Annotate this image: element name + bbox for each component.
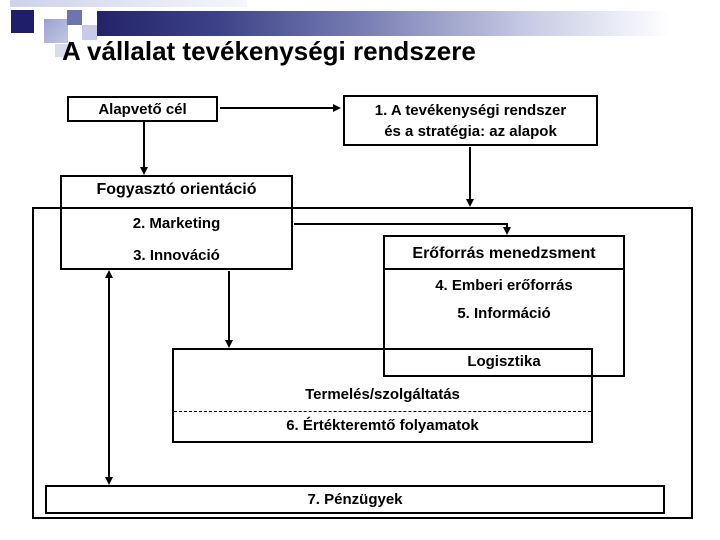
decor-square-periwinkle (44, 19, 68, 43)
box-eroforras-menedzsment: Erőforrás menedzsment 4. Emberi erőforrá… (383, 235, 625, 377)
arrowhead-right-box1 (333, 104, 341, 112)
decor-square-light (82, 25, 97, 40)
dashed-divider (174, 411, 591, 412)
innovacio-label: 3. Innováció (133, 247, 220, 264)
box-alapveto-cel: Alapvető cél (67, 96, 218, 122)
decor-square-navy (11, 10, 34, 33)
slide-title: A vállalat tevékenységi rendszere (62, 36, 476, 66)
alapveto-cel-label: Alapvető cél (98, 100, 187, 118)
box1-line1: 1. A tevékenységi rendszer (374, 101, 567, 119)
decor-square-medium (67, 10, 82, 25)
informacio-label: 5. Információ (457, 305, 551, 322)
decor-square-pale (55, 44, 68, 57)
fogyaszto-header-label: Fogyasztó orientáció (96, 181, 257, 198)
penzugyek-label: 7. Pénzügyek (307, 491, 403, 508)
arrowhead-down-outer (466, 199, 474, 207)
eroforras-header-label: Erőforrás menedzsment (385, 237, 623, 270)
arrowhead-down-fogyaszto (140, 167, 148, 175)
box-ertekteremto-folyamatok: Termelés/szolgáltatás 6. Értékteremtő fo… (172, 348, 593, 443)
box-fogyaszto-orientacio: Fogyasztó orientáció 2. Marketing 3. Inn… (60, 175, 293, 270)
logisztika-label: Logisztika (467, 353, 541, 370)
emberi-eroforras-label: 4. Emberi erőforrás (435, 277, 573, 294)
decor-gradient-bar (97, 11, 700, 36)
box-tevekenysegi-rendszer: 1. A tevékenységi rendszer és a stratégi… (343, 95, 598, 146)
outer-system-box (32, 207, 693, 519)
marketing-label: 2. Marketing (132, 215, 221, 232)
termeles-label: Termelés/szolgáltatás (305, 386, 460, 403)
box-penzugyek: 7. Pénzügyek (45, 485, 665, 514)
ertekteremto-label: 6. Értékteremtő folyamatok (286, 417, 479, 434)
box1-line2: és a stratégia: az alapok (384, 122, 557, 140)
decor-gradient-strip (10, 0, 247, 7)
